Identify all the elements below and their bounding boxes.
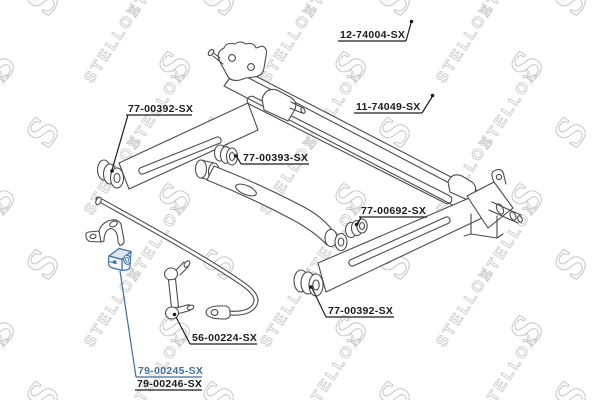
leader-dot: [172, 312, 177, 317]
part-label-77-00392-SX-a[interactable]: 77-00392-SX: [110, 103, 193, 173]
stabilizer-bar-drawing: [95, 196, 259, 320]
watermark-word: STELLOX: [477, 329, 542, 400]
part-label-79-00245-SX[interactable]: 79-00245-SX: [112, 260, 203, 378]
part-number-text: 79-00246-SX: [137, 378, 202, 390]
part-number-text: 12-74004-SX: [340, 29, 405, 41]
leader-dot: [112, 260, 117, 264]
watermark-logo-s: S: [15, 372, 69, 400]
left-trailing-arm-drawing: [96, 102, 259, 190]
watermark-logo-s: S: [543, 0, 597, 23]
leader-dot: [430, 93, 435, 98]
watermark-logo-s: S: [15, 108, 69, 155]
leader-line: [311, 287, 327, 318]
stabilizer-link-drawing: [163, 260, 195, 320]
watermark-logo-s: S: [15, 240, 69, 287]
part-number-text: 79-00245-SX: [138, 365, 203, 377]
line-art-layer: [85, 41, 523, 320]
part-label-77-00692-SX[interactable]: 77-00692-SX: [354, 205, 427, 227]
part-label-79-00246-SX[interactable]: 79-00246-SX: [135, 378, 202, 391]
part-label-56-00224-SX[interactable]: 56-00224-SX: [172, 312, 257, 345]
leader-dot: [234, 154, 238, 158]
watermark-word: STELLOX: [0, 329, 14, 400]
watermark-logo-s: S: [15, 0, 69, 23]
part-label-77-00393-SX[interactable]: 77-00393-SX: [234, 152, 309, 165]
leader-line: [236, 156, 242, 165]
part-labels-layer: 12-74004-SX 11-74049-SX 77-00392-SX 77-0039…: [110, 19, 435, 391]
watermark-logo-s: S: [367, 0, 421, 23]
watermark-word: STELLOX: [81, 263, 146, 350]
watermark-word: STELLOX: [433, 0, 498, 86]
part-number-text: 56-00224-SX: [192, 332, 257, 344]
leader-line: [119, 270, 137, 378]
axle-beam-drawing: [223, 66, 483, 214]
part-number-text: 77-00692-SX: [361, 205, 426, 217]
leader-dot: [409, 19, 414, 24]
watermark-word: STELLOX: [257, 0, 322, 86]
watermark-word: STELLOX: [81, 0, 146, 86]
leader-dot: [309, 285, 313, 289]
watermark-logo-s: S: [543, 108, 597, 155]
stabilizer-bushing-highlighted[interactable]: [107, 247, 132, 272]
beam-mount-bracket-drawing: [207, 41, 268, 81]
stabilizer-clamp-bracket-drawing: [85, 219, 125, 247]
watermark-logo-s: S: [191, 0, 245, 23]
watermark-logo-s: S: [543, 240, 597, 287]
watermark-word: STELLOX: [301, 329, 366, 400]
watermark-logo-s: S: [543, 372, 597, 400]
part-number-text: 11-74049-SX: [356, 101, 421, 113]
watermark-logo-s: S: [367, 372, 421, 400]
part-label-12-74004-SX[interactable]: 12-74004-SX: [338, 19, 414, 42]
leader-line: [111, 114, 129, 171]
part-number-text: 77-00392-SX: [128, 103, 193, 115]
watermark-word: STELLOX: [433, 263, 498, 350]
part-number-text: 77-00392-SX: [328, 305, 393, 317]
part-label-77-00392-SX-b[interactable]: 77-00392-SX: [309, 285, 394, 318]
hub-spindle-drawing: [463, 169, 523, 239]
leader-line: [175, 316, 191, 345]
part-number-text: 77-00393-SX: [243, 152, 308, 164]
leader-line: [421, 96, 433, 114]
leader-line: [405, 22, 412, 42]
leader-dot: [354, 222, 359, 227]
leader-dot: [110, 169, 114, 173]
part-label-11-74049-SX[interactable]: 11-74049-SX: [354, 93, 435, 114]
bushing-77-00692-drawing: [344, 218, 368, 239]
watermark-word: STELLOX: [0, 0, 14, 20]
